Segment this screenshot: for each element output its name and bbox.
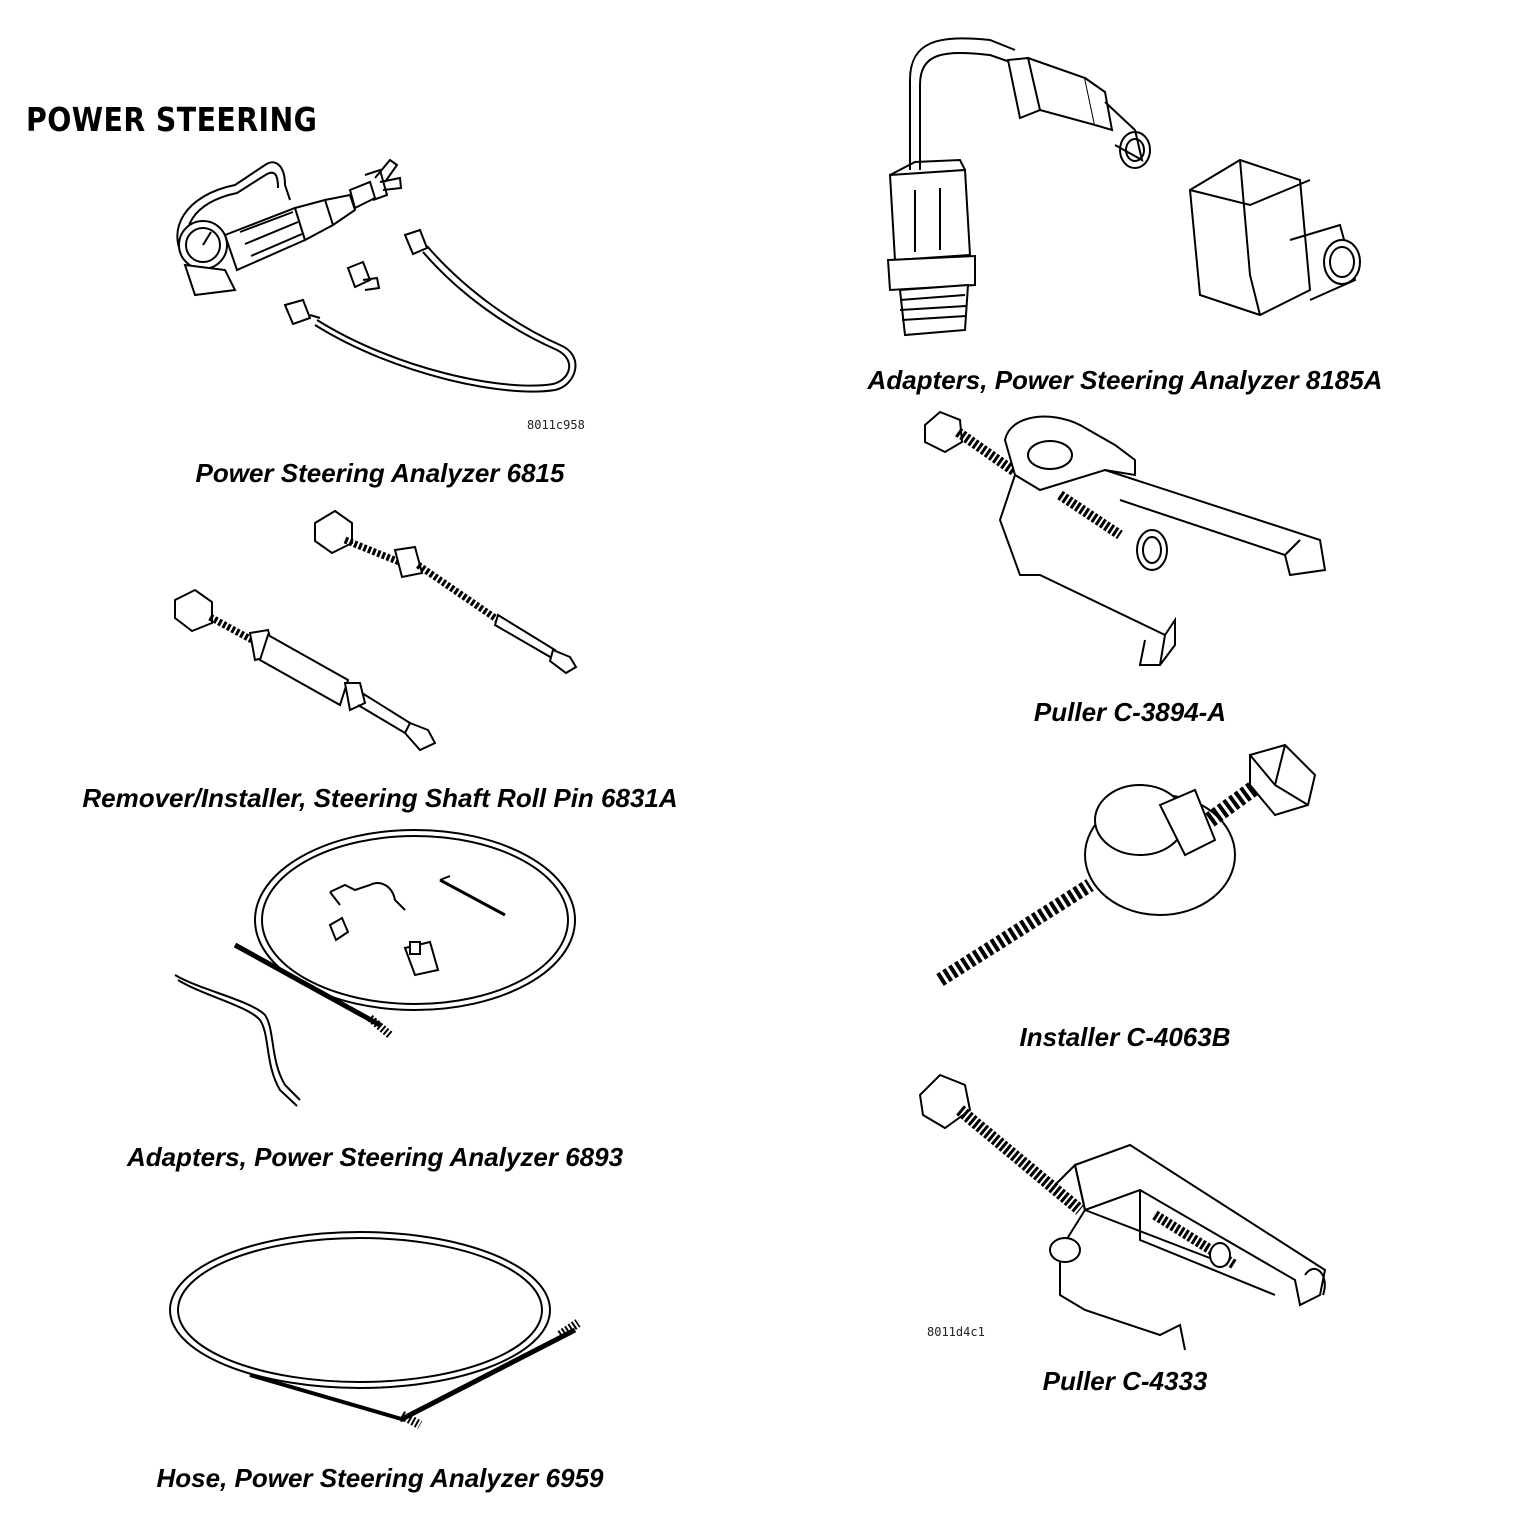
figure-code: 8011d4c1 xyxy=(927,1325,985,1339)
analyzer-adapters-6893-illustration xyxy=(170,830,590,1120)
figure-code: 8011c958 xyxy=(527,418,585,432)
roll-pin-remover-illustration xyxy=(170,505,590,755)
analyzer-hose-illustration xyxy=(170,1225,590,1445)
tool-caption: Puller C-4333 xyxy=(1042,1366,1208,1396)
puller-c3894a-illustration xyxy=(920,400,1340,670)
power-steering-analyzer-illustration xyxy=(165,150,595,420)
analyzer-adapters-8185a-illustration xyxy=(880,30,1370,350)
tool-caption: Adapters, Power Steering Analyzer 8185A xyxy=(867,365,1383,395)
installer-c4063b-illustration xyxy=(930,740,1330,1000)
section-title: POWER STEERING xyxy=(26,100,318,139)
tool-caption: Hose, Power Steering Analyzer 6959 xyxy=(156,1463,604,1493)
puller-c4333-illustration xyxy=(915,1070,1335,1350)
tool-caption: Puller C-3894-A xyxy=(1033,697,1227,727)
tool-caption: Power Steering Analyzer 6815 xyxy=(195,458,565,488)
tool-caption: Remover/Installer, Steering Shaft Roll P… xyxy=(82,783,678,813)
tool-caption: Installer C-4063B xyxy=(1019,1022,1231,1052)
tool-caption: Adapters, Power Steering Analyzer 6893 xyxy=(126,1142,624,1172)
